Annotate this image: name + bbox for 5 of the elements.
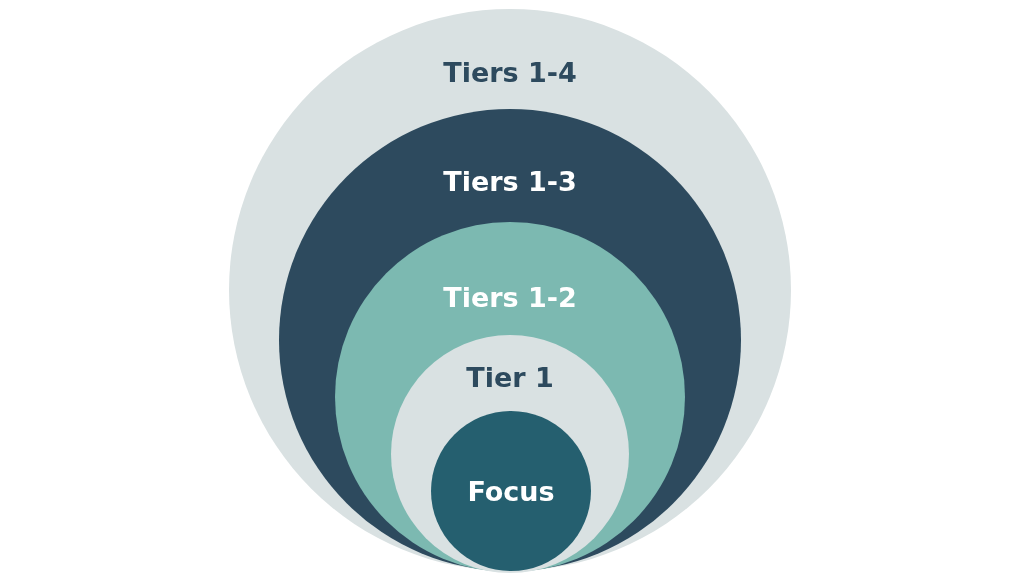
tier-label: Tiers 1-4 xyxy=(443,56,577,88)
tier-label: Tiers 1-3 xyxy=(443,165,577,197)
tier-label: Focus xyxy=(467,475,555,507)
tier-label: Tiers 1-2 xyxy=(443,281,577,313)
tier-label: Tier 1 xyxy=(466,361,554,393)
